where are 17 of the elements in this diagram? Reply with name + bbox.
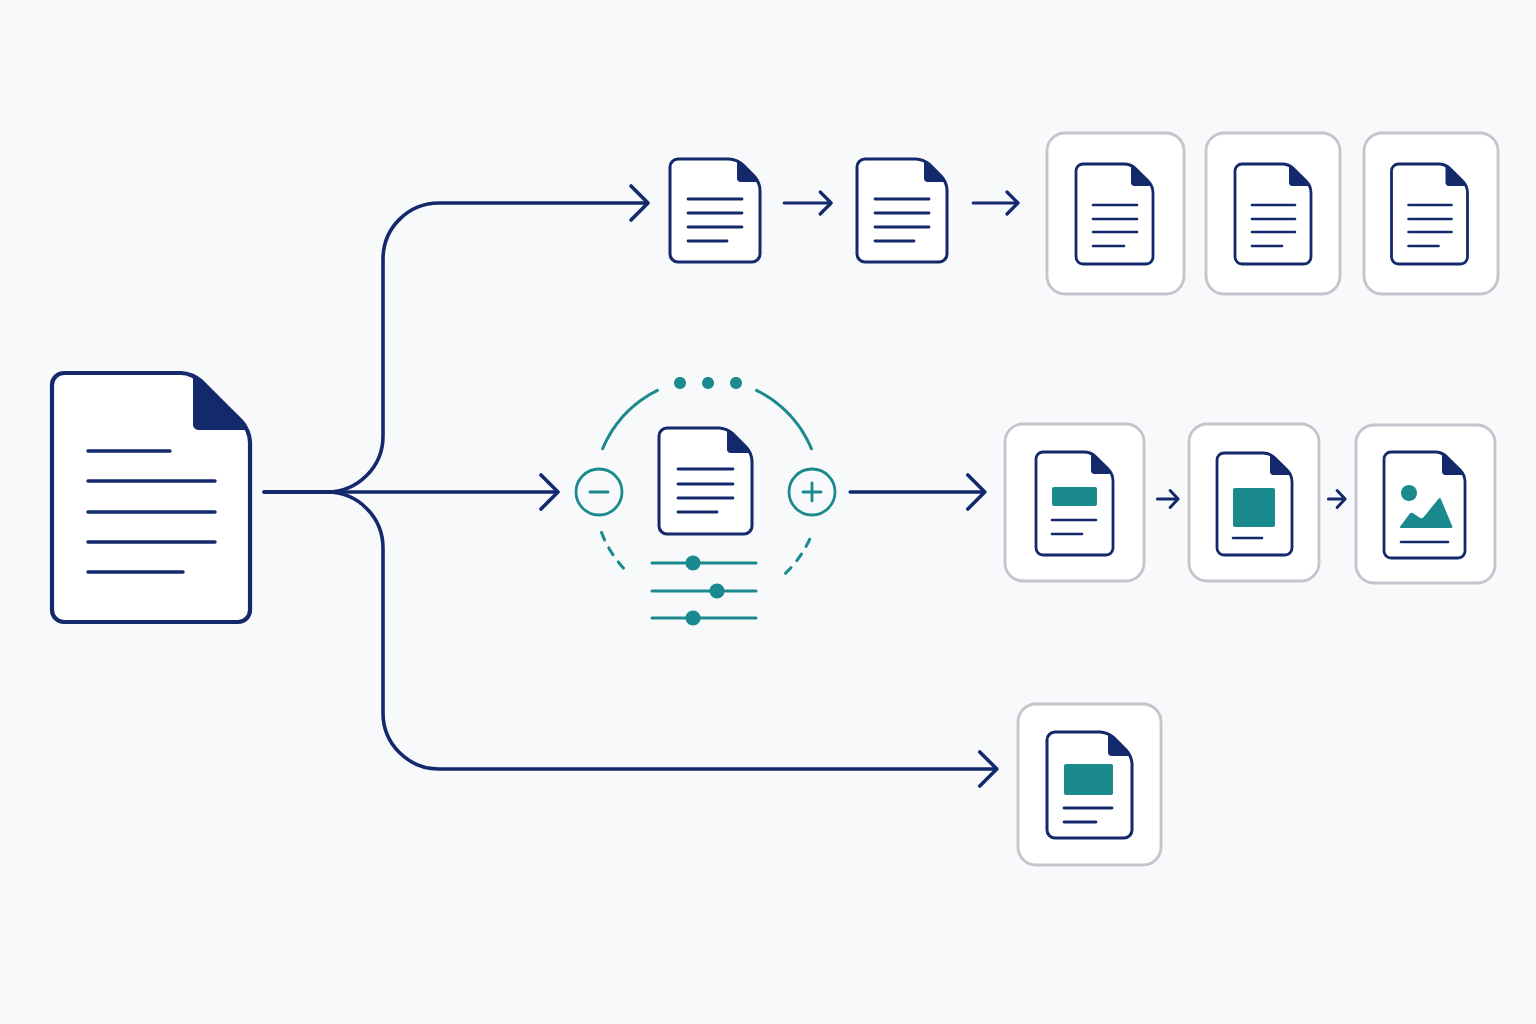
document-icon (1215, 451, 1294, 557)
arrow (262, 490, 999, 788)
document-icon (49, 370, 253, 625)
document-icon (1045, 730, 1134, 840)
document-icon (1034, 450, 1115, 557)
document-icon (1074, 162, 1155, 266)
document-icon (657, 426, 754, 536)
arrow (971, 190, 1020, 216)
dashed-ring (574, 377, 837, 575)
arrow (782, 190, 833, 216)
document-icon (855, 157, 949, 264)
arrow (848, 473, 987, 511)
document-icon (1390, 162, 1469, 266)
document-icon (668, 157, 762, 264)
arrow (1155, 489, 1180, 509)
image-file-icon (1382, 450, 1467, 560)
document-icon (1233, 162, 1313, 266)
